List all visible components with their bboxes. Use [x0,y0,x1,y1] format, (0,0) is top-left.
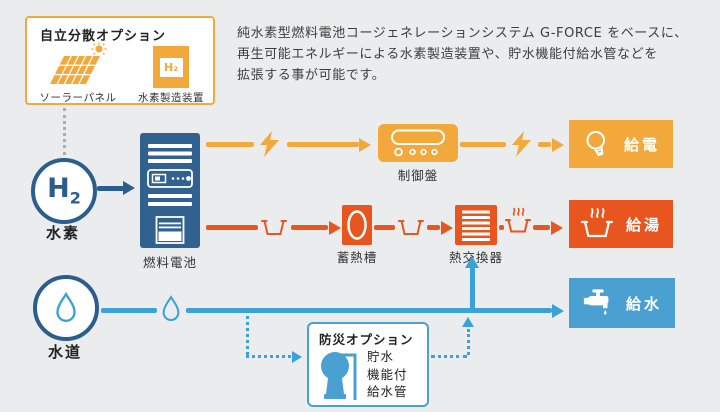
hydrogen-flow-line [97,186,124,191]
disaster-loop-dotted-line [431,355,467,358]
hydrogen-plant-icon: H₂ [131,44,211,88]
steaming-bath-icon [580,207,614,241]
hydrogen-source-label: 水素 [45,224,80,242]
faucet-icon [582,288,614,318]
lightning-icon [509,131,535,157]
description-line-1: 純水素型燃料電池コージェネレーションシステム G-FORCE をベースに、 [237,26,688,41]
disaster-loop-arrow [292,351,302,363]
hydrogen-plant-badge: H₂ [159,57,183,77]
lightbulb-icon [582,128,612,160]
heat-exchanger-icon [455,205,497,245]
power-flow-line [206,142,254,147]
fuel-cell-label: 燃料電池 [142,255,197,270]
water-flow-line [186,308,552,313]
disaster-option-panel: 防災オプション 貯水 機能付 給水管 [307,322,429,407]
storage-pipe-tank-icon [319,348,363,404]
water-basin-icon [398,217,424,237]
water-drop-icon [160,295,182,323]
water-to-exchanger-line [470,267,475,309]
heat-storage-tank-icon [342,205,372,245]
heat-flow-arrow [441,221,453,235]
heat-storage-tank-label: 蓄熱槽 [336,250,378,265]
hydrogen-plant-item: H₂ 水素製造装置 [131,44,211,104]
standalone-option-title: 自立分散オプション [40,29,167,44]
control-panel-icon [378,124,458,162]
hot-water-output-box: 給湯 [569,200,673,248]
disaster-option-line-1: 貯水 [367,349,395,364]
hot-water-output-label: 給湯 [625,215,662,234]
heat-flow-line [291,225,328,230]
power-output-label: 給電 [623,135,660,154]
heat-flow-line [374,225,395,230]
description-line-3: 拡張する事が可能です。 [237,68,386,83]
water-basin-icon [261,217,287,237]
standalone-option-panel: 自立分散オプション ソーラーパネル [25,16,215,105]
disaster-loop-dotted-line [467,329,470,355]
hydrogen-plant-label: 水素製造装置 [138,92,204,104]
power-flow-arrow [359,138,371,152]
power-flow-arrow [552,138,564,152]
heat-flow-line [427,225,440,230]
water-flow-arrow [552,304,564,318]
hydrogen-symbol: H [47,173,70,205]
disaster-loop-dotted-line [246,355,291,358]
lightning-icon [257,131,283,157]
solar-panel-label: ソーラーパネル [39,92,117,104]
heat-flow-arrow [551,221,563,235]
solar-panel-item: ソーラーパネル [35,42,121,104]
disaster-loop-arrow [462,317,474,327]
disaster-option-line-3: 給水管 [367,384,408,399]
power-flow-line [460,142,506,147]
fuel-cell-icon [140,133,200,248]
description-line-2: 再生可能エネルギーによる水素製造装置や、貯水機能付給水管などを [237,47,658,62]
disaster-option-item: 貯水 機能付 給水管 [367,348,408,401]
description-text: 純水素型燃料電池コージェネレーションシステム G-FORCE をベースに、 再生… [237,23,707,86]
heat-flow-line [206,225,258,230]
water-to-exchanger-arrow [465,256,479,268]
control-panel-label: 制御盤 [397,168,439,183]
water-source-label: 水道 [47,343,82,361]
hydrogen-flow-arrow [123,181,135,195]
heat-flow-arrow [329,221,341,235]
water-output-box: 給水 [569,278,675,328]
hot-water-basin-icon [505,207,531,235]
option-connector-dotted [63,108,66,155]
solar-panel-icon [35,42,121,88]
power-flow-line [287,142,359,147]
disaster-option-title: 防災オプション [319,332,414,347]
water-source-icon [33,275,99,341]
water-flow-line [101,308,157,313]
heat-flow-line [533,225,550,230]
power-output-box: 給電 [569,120,673,168]
heat-flow-line [499,225,504,230]
disaster-loop-dotted-line [246,316,249,355]
disaster-option-line-2: 機能付 [367,366,408,382]
hydrogen-symbol-sub: 2 [69,188,81,208]
hydrogen-source-icon: H2 [31,158,97,224]
power-flow-line [538,142,551,147]
water-output-label: 給水 [625,294,662,313]
